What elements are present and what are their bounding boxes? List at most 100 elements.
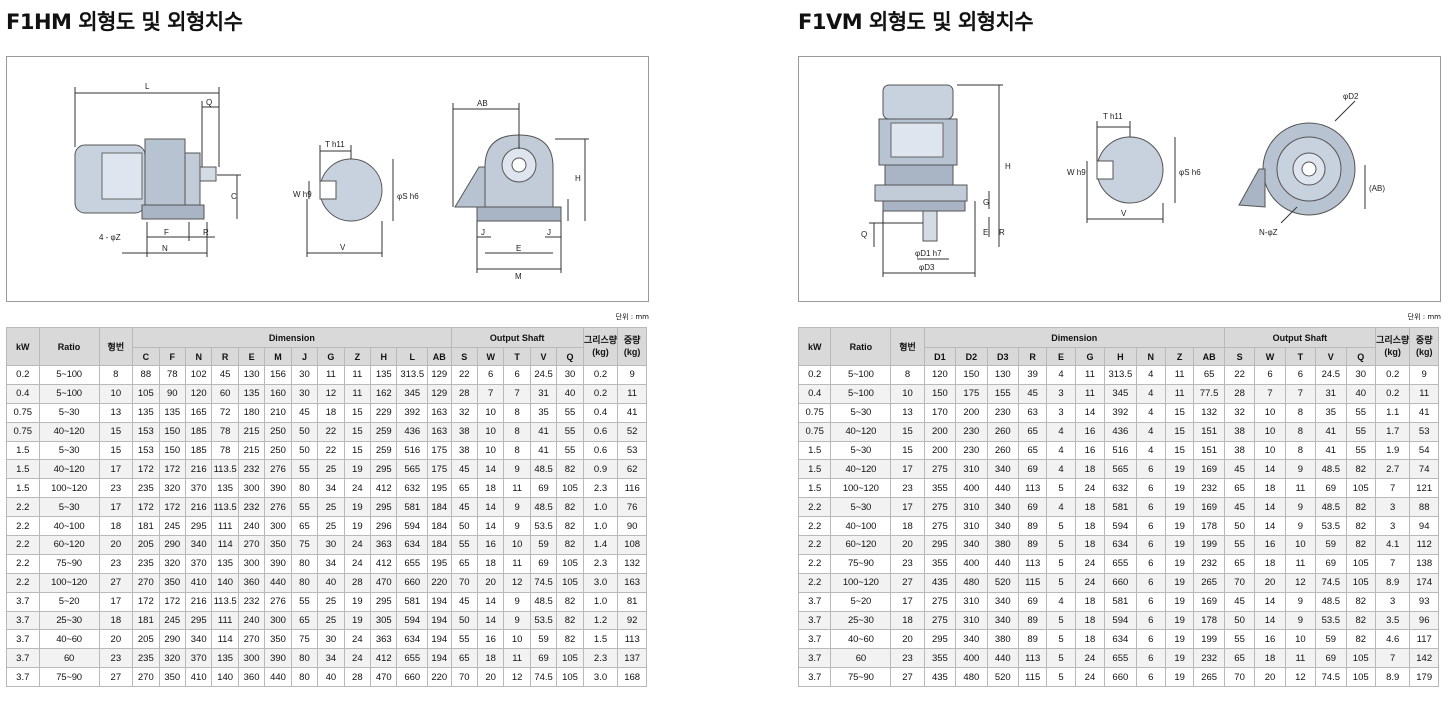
table-cell: 5~30: [38, 440, 100, 461]
table-cell: 22: [317, 421, 345, 442]
table-cell: 410: [184, 572, 213, 593]
f1vm-side-view: [869, 84, 1003, 277]
table-cell: 135: [211, 648, 239, 669]
table-cell: 392: [1104, 402, 1137, 423]
table-cell: 34: [317, 648, 345, 669]
table-cell: 15: [343, 421, 372, 442]
table-cell: 41: [1315, 421, 1347, 442]
table-cell: 295: [370, 591, 398, 612]
table-cell: 108: [617, 535, 647, 555]
table-cell: 4.6: [1374, 629, 1411, 650]
table-cell: 16: [476, 629, 505, 650]
table-cell: 55: [556, 440, 584, 461]
table-cell: 12: [1284, 572, 1317, 593]
table-cell: 440: [986, 648, 1019, 669]
table-cell: 14: [1254, 610, 1286, 631]
table-cell: 216: [184, 459, 213, 480]
table-cell: 48.5: [1315, 497, 1347, 518]
table-cell: 45: [211, 365, 239, 385]
table-cell: 265: [1193, 667, 1225, 688]
table-cell: 2.2: [6, 572, 40, 593]
table-cell: 65: [450, 648, 478, 669]
table-cell: 10: [476, 440, 505, 461]
table-cell: 340: [184, 535, 213, 555]
table-cell: 137: [617, 648, 647, 669]
table-cell: 200: [923, 440, 957, 461]
table-cell: 65: [1193, 365, 1225, 385]
table-cell: 9: [1284, 591, 1317, 612]
f1hm-label-j2: J: [547, 228, 551, 237]
table-cell: 340: [986, 591, 1019, 612]
f1vm-drawing-svg: H G E R Q φD1 h7 φD3 T h11 W h9 φS h6 V …: [861, 84, 1385, 277]
table-cell: 65: [290, 610, 319, 631]
col-header-h: H: [370, 347, 398, 366]
table-cell: 1.2: [582, 610, 619, 631]
table-cell: 17: [98, 591, 134, 612]
table-cell: 32: [1223, 402, 1256, 423]
table-cell: 184: [427, 497, 452, 518]
table-cell: 27: [98, 572, 134, 593]
table-cell: 410: [184, 667, 213, 688]
table-cell: 175: [427, 459, 452, 480]
table-cell: 82: [1345, 459, 1376, 480]
table-cell: 77.5: [1193, 383, 1225, 404]
table-cell: 113.5: [211, 459, 239, 480]
table-cell: 180: [237, 402, 266, 423]
table-cell: 60: [830, 648, 892, 669]
table-cell: 45: [1223, 459, 1256, 480]
table-cell: 194: [427, 610, 452, 631]
table-cell: 105: [132, 383, 160, 404]
table-cell: 169: [1193, 591, 1225, 612]
table-cell: 270: [132, 572, 160, 593]
th-ratio: Ratio: [830, 327, 892, 366]
table-cell: 75~90: [38, 553, 100, 574]
table-cell: 17: [98, 497, 134, 518]
table-cell: 11: [617, 383, 647, 404]
table-cell: 1.9: [1374, 440, 1411, 461]
table-cell: 3.0: [582, 667, 619, 688]
table-cell: 3.7: [797, 591, 832, 612]
table-cell: 15: [98, 421, 134, 442]
table-cell: 295: [184, 516, 213, 537]
table-cell: 11: [1409, 383, 1439, 404]
table-cell: 440: [986, 553, 1019, 574]
table-cell: 179: [1409, 667, 1439, 688]
table-cell: 35: [529, 402, 558, 423]
table-cell: 9: [1409, 365, 1439, 385]
table-cell: 53: [1409, 421, 1439, 442]
table-cell: 8: [1284, 421, 1317, 442]
table-cell: 74.5: [1315, 667, 1347, 688]
table-cell: 132: [617, 553, 647, 574]
table-cell: 82: [1345, 591, 1376, 612]
table-cell: 12: [503, 572, 531, 593]
table-cell: 59: [1315, 535, 1347, 555]
table-cell: 19: [1164, 667, 1195, 688]
col-header-j: J: [290, 347, 319, 366]
table-cell: 19: [343, 610, 372, 631]
table-cell: 10: [476, 421, 505, 442]
table-cell: 295: [923, 535, 957, 555]
table-cell: 93: [1409, 591, 1439, 612]
table-cell: 12: [503, 667, 531, 688]
table-cell: 135: [370, 365, 398, 385]
table-cell: 18: [1074, 535, 1106, 555]
table-cell: 240: [237, 610, 266, 631]
table-cell: 655: [396, 648, 428, 669]
page-title-f1hm: F1HM 외형도 및 외형치수: [6, 10, 243, 34]
f1hm-label-l: L: [145, 82, 150, 91]
table-cell: 172: [158, 497, 186, 518]
table-cell: 11: [343, 365, 372, 385]
table-cell: 1.5: [6, 459, 40, 480]
table-cell: 5: [1046, 648, 1076, 669]
table-cell: 230: [955, 440, 988, 461]
table-cell: 235: [132, 478, 160, 499]
table-cell: 3: [1374, 591, 1411, 612]
table-cell: 15: [1164, 440, 1195, 461]
table-cell: 135: [211, 478, 239, 499]
